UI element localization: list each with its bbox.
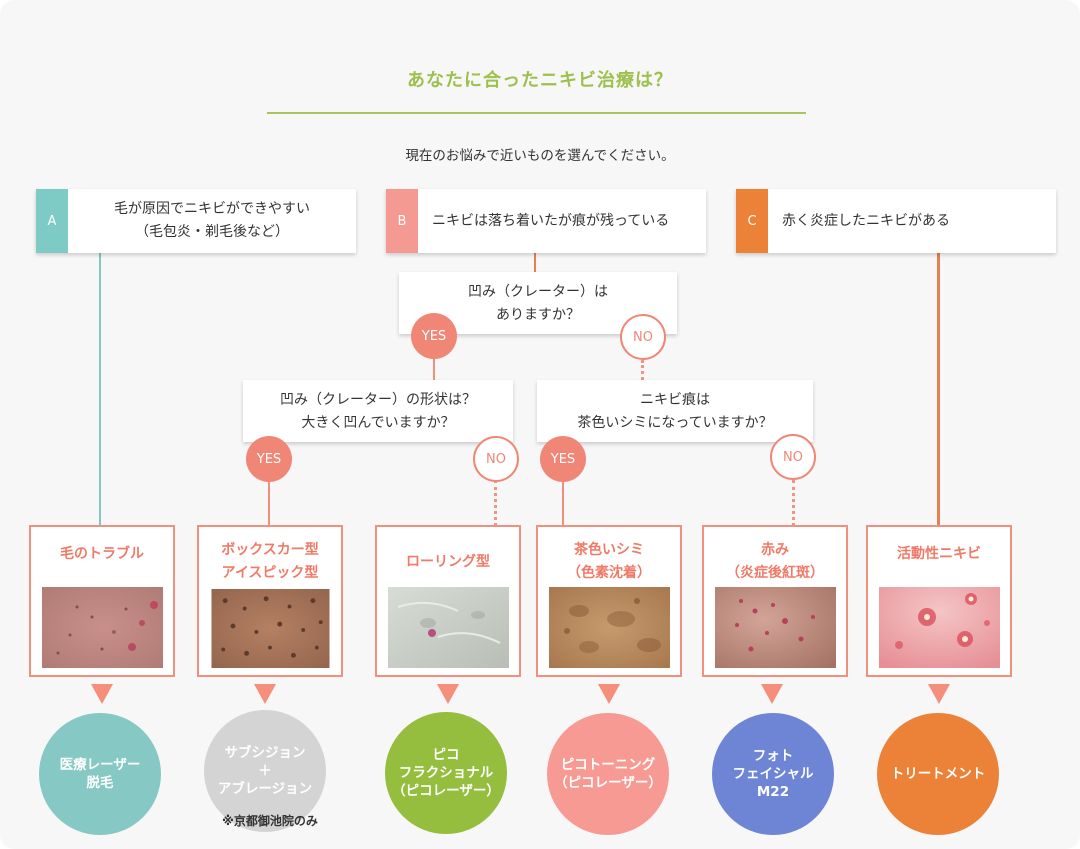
category-text-c: 赤く炎症したニキビがある xyxy=(782,212,950,229)
treatment-subcision-line3: アブレージョン xyxy=(217,781,313,797)
result-redness[interactable]: 赤み （炎症後紅斑） xyxy=(702,525,848,677)
treatment-subcision-line2: ＋ xyxy=(258,763,272,779)
rolling-skin-photo xyxy=(388,587,509,668)
arrow-down-icon xyxy=(437,684,459,704)
connector-b xyxy=(534,253,536,272)
connector-q1-yes xyxy=(433,356,435,380)
result-brown-spot[interactable]: 茶色いシミ （色素沈着） xyxy=(536,525,682,677)
question-brown-spot-line2: 茶色いシミになっていますか？ xyxy=(577,415,773,431)
treatment-laser-line2: 脱毛 xyxy=(86,775,114,791)
question-crater-shape: 凹み（クレーター）の形状は？ 大きく凹んでいますか？ xyxy=(243,380,513,442)
q1-yes-badge[interactable]: YES xyxy=(411,313,457,359)
clinic-only-note: ※京都御池院のみ xyxy=(222,814,318,828)
result-brown-spot-line2: （色素沈着） xyxy=(567,565,651,581)
category-text-b: ニキビは落ち着いたが痕が残っている xyxy=(432,212,670,229)
connector-a xyxy=(99,253,101,526)
question-crater-shape-line2: 大きく凹んでいますか？ xyxy=(301,415,455,431)
treatment-photofacial-line3: M22 xyxy=(756,784,790,800)
result-hair-trouble[interactable]: 毛のトラブル xyxy=(29,525,175,677)
question-brown-spot: ニキビ痕は 茶色いシミになっていますか？ xyxy=(537,380,813,442)
arrow-down-icon xyxy=(254,684,276,704)
category-text-a: 毛が原因でニキビができやすい （毛包炎・剃毛後など） xyxy=(68,198,356,244)
treatment-pico-fractional-line3: （ピコレーザー） xyxy=(392,783,500,799)
result-redness-line2: （炎症後紅斑） xyxy=(726,565,824,581)
question-crater-shape-line1: 凹み（クレーター）の形状は？ xyxy=(280,392,476,408)
arrow-down-icon xyxy=(761,684,783,704)
treatment-photofacial-line1: フォト xyxy=(752,748,794,764)
page-title: あなたに合ったニキビ治療は？ xyxy=(407,70,673,91)
treatment-pico-toning-line2: （ピコレーザー） xyxy=(554,775,662,791)
treatment-laser-hair-removal[interactable]: 医療レーザー 脱毛 xyxy=(39,713,161,835)
treatment-pico-fractional-line1: ピコ xyxy=(432,747,460,763)
result-active-acne-title: 活動性ニキビ xyxy=(897,546,981,562)
q2-yes-badge[interactable]: YES xyxy=(246,436,292,482)
q2-no-badge[interactable]: NO xyxy=(473,436,519,482)
connector-c xyxy=(937,253,940,526)
treatment-subcision-abrasion[interactable]: サブシジョン ＋ アブレージョン xyxy=(204,710,326,832)
category-a-line1: 毛が原因でニキビができやすい xyxy=(114,201,310,217)
result-hair-trouble-title: 毛のトラブル xyxy=(60,546,144,562)
connector-q3-yes xyxy=(562,480,564,526)
treatment-pico-fractional-line2: フラクショナル xyxy=(398,765,494,781)
hair-trouble-skin-photo xyxy=(42,587,163,668)
category-c[interactable]: C 赤く炎症したニキビがある xyxy=(736,189,1056,253)
question-crater-line1: 凹み（クレーター）は xyxy=(468,284,608,300)
instruction-text: 現在のお悩みで近いものを選んでください。 xyxy=(405,148,675,164)
treatment-pico-toning-line1: ピコトーニング xyxy=(560,757,656,773)
result-boxcar-icepick[interactable]: ボックスカー型 アイスピック型 xyxy=(197,525,343,677)
treatment-pico-fractional[interactable]: ピコ フラクショナル （ピコレーザー） xyxy=(385,712,507,834)
q1-no-badge[interactable]: NO xyxy=(620,314,666,360)
category-badge-b: B xyxy=(386,189,418,253)
q3-yes-badge[interactable]: YES xyxy=(540,436,586,482)
title-divider xyxy=(267,112,806,114)
connector-q2-no xyxy=(494,480,497,526)
arrow-down-icon xyxy=(91,684,113,704)
connector-q3-no xyxy=(792,480,795,526)
arrow-down-icon xyxy=(928,684,950,704)
treatment-photofacial[interactable]: フォト フェイシャル M22 xyxy=(712,713,834,835)
category-badge-a: A xyxy=(36,189,68,253)
arrow-down-icon xyxy=(598,684,620,704)
treatment-subcision-line1: サブシジョン xyxy=(224,745,306,761)
result-active-acne[interactable]: 活動性ニキビ xyxy=(866,525,1012,677)
result-redness-line1: 赤み xyxy=(761,542,789,558)
result-brown-spot-line1: 茶色いシミ xyxy=(574,542,644,558)
result-rolling[interactable]: ローリング型 xyxy=(375,525,521,677)
result-rolling-title: ローリング型 xyxy=(406,554,490,570)
treatment-laser-line1: 医療レーザー xyxy=(59,757,141,773)
category-b[interactable]: B ニキビは落ち着いたが痕が残っている xyxy=(386,189,706,253)
result-boxcar-line1: ボックスカー型 xyxy=(221,542,319,558)
treatment-pico-toning[interactable]: ピコトーニング （ピコレーザー） xyxy=(547,713,669,835)
treatment-treatment-line1: トリートメント xyxy=(890,766,986,782)
result-icepick-line2: アイスピック型 xyxy=(221,565,319,581)
connector-q1-no xyxy=(641,360,644,380)
category-badge-c: C xyxy=(736,189,768,253)
boxcar-skin-photo xyxy=(211,589,330,668)
treatment-photofacial-line2: フェイシャル xyxy=(732,766,814,782)
question-brown-spot-line1: ニキビ痕は xyxy=(640,392,710,408)
category-a-line2: （毛包炎・剃毛後など） xyxy=(135,224,289,240)
category-a[interactable]: A 毛が原因でニキビができやすい （毛包炎・剃毛後など） xyxy=(36,189,356,253)
active-acne-skin-photo xyxy=(879,587,1000,668)
connector-q2-yes xyxy=(268,480,270,526)
brown-spot-skin-photo xyxy=(549,587,670,668)
q3-no-badge[interactable]: NO xyxy=(770,434,816,480)
question-crater-line2: ありますか？ xyxy=(496,307,580,323)
treatment-treatment[interactable]: トリートメント xyxy=(877,713,999,835)
redness-skin-photo xyxy=(715,587,836,668)
